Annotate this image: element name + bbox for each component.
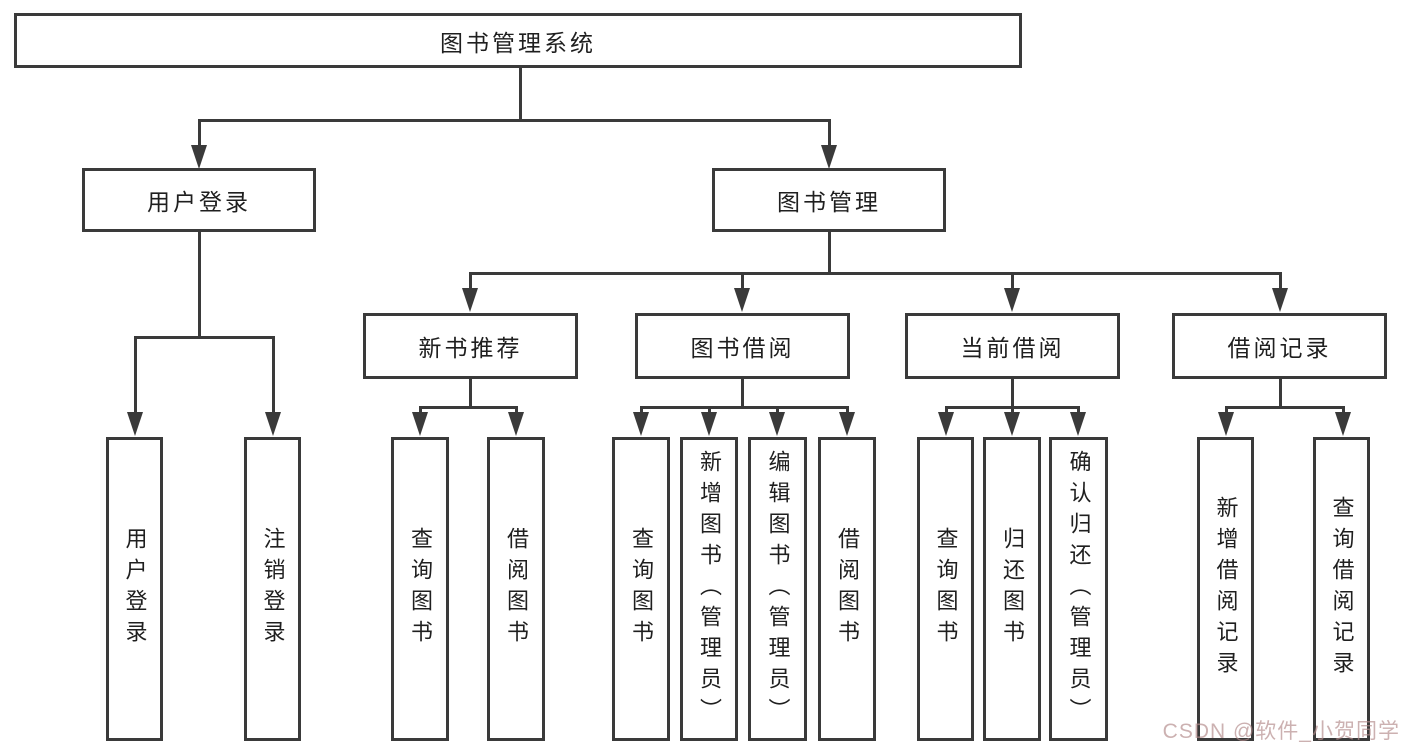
arrowhead-icon — [701, 412, 717, 436]
node-current-borrowing: 当前借阅 — [905, 313, 1120, 379]
connector-segment — [134, 336, 137, 416]
connector-segment — [828, 119, 831, 150]
connector-segment — [1342, 406, 1345, 415]
leaf-logout: 注销登录 — [244, 437, 301, 741]
watermark: CSDN @软件_小贺同学 — [1162, 720, 1400, 743]
leaf-br-add-record: 新增借阅记录 — [1197, 437, 1254, 741]
connector-segment — [741, 377, 744, 409]
arrowhead-icon — [412, 412, 428, 436]
connector-segment — [134, 336, 274, 339]
leaf-cb-return-books: 归还图书 — [983, 437, 1041, 741]
node-new-book-recommend-label: 新书推荐 — [418, 335, 523, 361]
leaf-bb-borrow-books-label: 借阅图书 — [835, 527, 860, 651]
leaf-cb-confirm-return-admin-label: 确认归还（管理员） — [1066, 449, 1092, 729]
leaf-nb-query-books: 查询图书 — [391, 437, 449, 741]
node-borrow-records-label: 借阅记录 — [1227, 335, 1332, 361]
node-book-borrowing: 图书借阅 — [635, 313, 850, 379]
connector-segment — [198, 230, 201, 339]
arrowhead-icon — [769, 412, 785, 436]
node-current-borrowing-label: 当前借阅 — [960, 335, 1065, 361]
connector-segment — [1225, 406, 1344, 409]
connector-segment — [419, 406, 422, 415]
arrowhead-icon — [1004, 412, 1020, 436]
connector-segment — [1011, 406, 1014, 415]
connector-segment — [272, 336, 275, 416]
leaf-br-add-record-label: 新增借阅记录 — [1213, 496, 1239, 682]
node-borrow-records: 借阅记录 — [1172, 313, 1387, 379]
arrowhead-icon — [1218, 412, 1234, 436]
arrowhead-icon — [462, 288, 478, 312]
leaf-bb-query-books: 查询图书 — [612, 437, 670, 741]
arrowhead-icon — [839, 412, 855, 436]
connector-segment — [640, 406, 643, 415]
connector-segment — [198, 119, 830, 122]
leaf-bb-query-books-label: 查询图书 — [629, 527, 654, 651]
leaf-bb-borrow-books: 借阅图书 — [818, 437, 876, 741]
arrowhead-icon — [127, 412, 143, 436]
connector-segment — [419, 406, 517, 409]
arrowhead-icon — [1272, 288, 1288, 312]
arrowhead-icon — [1070, 412, 1086, 436]
connector-segment — [1279, 377, 1282, 409]
leaf-cb-query-books: 查询图书 — [917, 437, 974, 741]
leaf-nb-query-books-label: 查询图书 — [408, 527, 433, 651]
connector-segment — [945, 406, 948, 415]
connector-segment — [1279, 272, 1282, 292]
node-book-borrowing-label: 图书借阅 — [690, 335, 795, 361]
connector-segment — [1225, 406, 1228, 415]
leaf-cb-return-books-label: 归还图书 — [1000, 527, 1025, 651]
arrowhead-icon — [821, 145, 837, 169]
connector-segment — [515, 406, 518, 415]
connector-segment — [469, 272, 472, 292]
connector-segment — [1077, 406, 1080, 415]
node-root-label: 图书管理系统 — [440, 29, 596, 56]
leaf-cb-confirm-return-admin: 确认归还（管理员） — [1049, 437, 1108, 741]
leaf-nb-borrow-books: 借阅图书 — [487, 437, 545, 741]
connector-segment — [519, 68, 522, 121]
arrowhead-icon — [1004, 288, 1020, 312]
arrowhead-icon — [938, 412, 954, 436]
connector-segment — [741, 272, 744, 292]
arrowhead-icon — [191, 145, 207, 169]
arrowhead-icon — [265, 412, 281, 436]
connector-segment — [469, 377, 472, 409]
connector-segment — [1011, 377, 1014, 409]
arrowhead-icon — [1335, 412, 1351, 436]
leaf-bb-edit-books-admin: 编辑图书（管理员） — [748, 437, 807, 741]
connector-segment — [469, 272, 1281, 275]
node-new-book-recommend: 新书推荐 — [363, 313, 578, 379]
connector-segment — [776, 406, 779, 415]
node-user-login: 用户登录 — [82, 168, 316, 232]
leaf-bb-add-books-admin-label: 新增图书（管理员） — [697, 449, 722, 729]
leaf-logout-label: 注销登录 — [260, 527, 286, 651]
connector-segment — [640, 406, 848, 409]
node-user-login-label: 用户登录 — [147, 189, 251, 215]
arrowhead-icon — [734, 288, 750, 312]
connector-segment — [828, 230, 831, 275]
leaf-user-login-label: 用户登录 — [122, 527, 148, 651]
leaf-nb-borrow-books-label: 借阅图书 — [504, 527, 529, 651]
leaf-bb-edit-books-admin-label: 编辑图书（管理员） — [765, 449, 791, 729]
node-root: 图书管理系统 — [14, 13, 1022, 68]
connector-segment — [708, 406, 711, 415]
leaf-br-query-record-label: 查询借阅记录 — [1329, 496, 1355, 682]
leaf-cb-query-books-label: 查询图书 — [933, 527, 959, 651]
node-book-management-label: 图书管理 — [777, 189, 881, 215]
connector-segment — [846, 406, 849, 415]
connector-segment — [198, 119, 201, 150]
node-book-management: 图书管理 — [712, 168, 946, 232]
connector-segment — [945, 406, 1079, 409]
leaf-bb-add-books-admin: 新增图书（管理员） — [680, 437, 738, 741]
leaf-user-login: 用户登录 — [106, 437, 163, 741]
arrowhead-icon — [633, 412, 649, 436]
leaf-br-query-record: 查询借阅记录 — [1313, 437, 1370, 741]
connector-segment — [1011, 272, 1014, 292]
arrowhead-icon — [508, 412, 524, 436]
